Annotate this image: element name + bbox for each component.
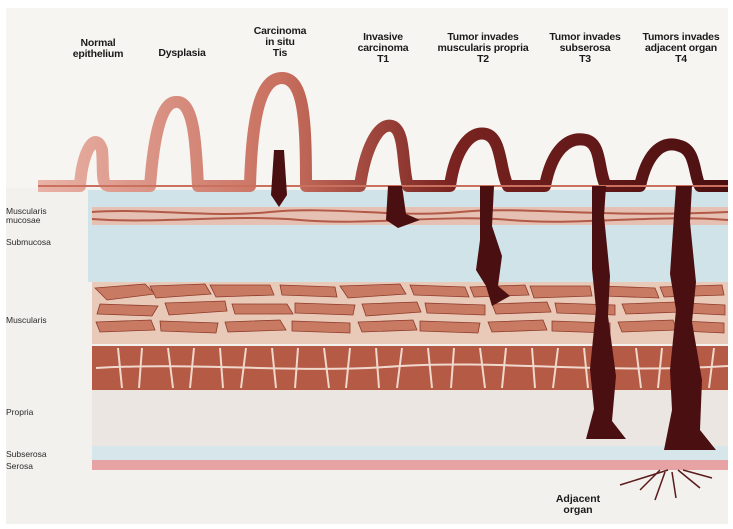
muscularis-inner-layer	[92, 282, 728, 344]
stage-label-dysplasia: Dysplasia	[142, 48, 222, 59]
stage-label-t1: Invasive carcinoma T1	[343, 32, 423, 65]
serosa-layer	[92, 460, 728, 470]
muscularis-outer-layer	[92, 346, 728, 390]
subserosa-layer	[92, 446, 728, 460]
propria-layer	[92, 390, 728, 446]
layer-label-muscularis: Muscularis	[6, 316, 47, 325]
adjacent-organ-label: Adjacent organ	[548, 494, 608, 516]
stage-label-t3: Tumor invades subserosa T3	[540, 32, 630, 65]
submucosa-layer	[88, 190, 728, 282]
stage-label-t2: Tumor invades muscularis propria T2	[428, 32, 538, 65]
stage-label-t4: Tumors invades adjacent organ T4	[633, 32, 729, 65]
stage-label-normal: Normal epithelium	[58, 38, 138, 60]
layer-label-subserosa: Subserosa	[6, 450, 47, 459]
stage-label-tis: Carcinoma in situ Tis	[240, 26, 320, 59]
layer-label-submucosa: Submucosa	[6, 238, 51, 247]
layer-label-propria: Propria	[6, 408, 33, 417]
layer-label-serosa: Serosa	[6, 462, 33, 471]
layer-label-muscularis-mucosae: Muscularis mucosae	[6, 207, 47, 225]
